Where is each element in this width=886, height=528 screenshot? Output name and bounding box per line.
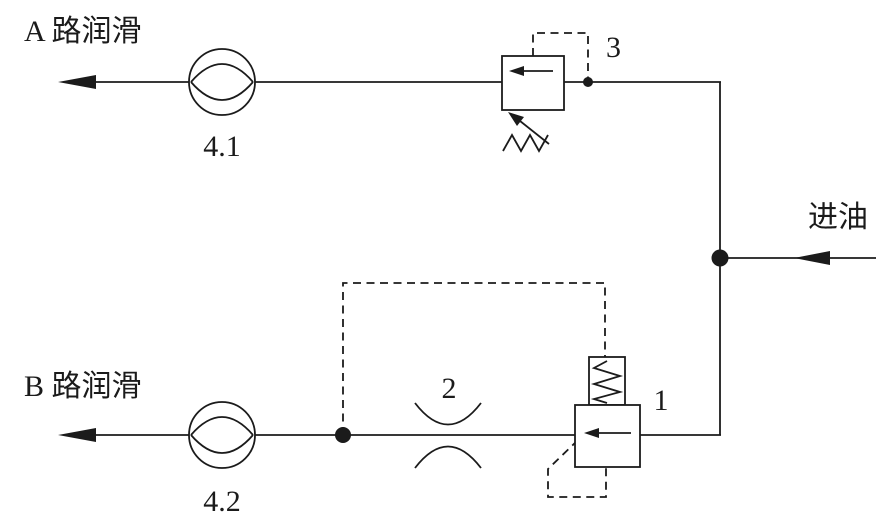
valve-3-flow-arrow-icon (509, 66, 524, 76)
orifice-2-label: 2 (442, 372, 457, 405)
inlet-label: 进油 (808, 201, 868, 234)
valve-1-pilot-line-bottom (547, 439, 607, 498)
valve-3-adjust-line (514, 116, 550, 145)
flow-meter-4-1-upper-arc (190, 63, 254, 83)
line-a-left-arrow-icon (58, 75, 96, 89)
flow-meter-4-1-label: 4.1 (203, 130, 241, 163)
line-a-label: A 路润滑 (24, 15, 142, 48)
valve-1-icon (547, 356, 641, 498)
flow-meter-4-1-lower-arc (190, 81, 254, 101)
flow-meter-4-2-label: 4.2 (203, 485, 241, 518)
orifice-2-lower-arc (414, 445, 482, 469)
valve-3-label: 3 (606, 31, 621, 64)
inlet-arrow-icon (794, 251, 830, 265)
line-a (58, 48, 721, 116)
valve-3-body (501, 55, 565, 111)
inlet-junction-dot (711, 249, 729, 267)
valve-1-pilot-line-top (342, 282, 606, 435)
line-b (58, 282, 721, 469)
valve-1-body (574, 404, 641, 468)
valve-3-spring-icon (502, 133, 549, 153)
valve-1-spring-box (588, 356, 626, 406)
flow-meter-4-2-upper-arc (190, 416, 254, 436)
flow-meter-4-2-circle (188, 401, 256, 469)
valve-1-flow-arrow-icon (584, 428, 599, 438)
orifice-2-upper-arc (414, 402, 482, 426)
valve-1-label: 1 (654, 384, 669, 417)
valve-1-spring-icon (590, 360, 624, 404)
valve-3-pilot-line (532, 32, 589, 80)
valve-3-pilot-junction-dot (583, 77, 593, 87)
line-b-junction-dot (335, 427, 351, 443)
pressure-valve-3-icon (501, 32, 593, 153)
flow-meter-4-1-icon (188, 48, 256, 116)
inlet (711, 82, 876, 435)
orifice-2-icon (414, 402, 482, 469)
line-b-label: B 路润滑 (24, 370, 142, 403)
line-b-left-arrow-icon (58, 428, 96, 442)
valve-3-adjust-arrow-icon (508, 112, 524, 126)
flow-meter-4-2-icon (188, 401, 256, 469)
flow-meter-4-1-circle (188, 48, 256, 116)
flow-meter-4-2-lower-arc (190, 434, 254, 454)
